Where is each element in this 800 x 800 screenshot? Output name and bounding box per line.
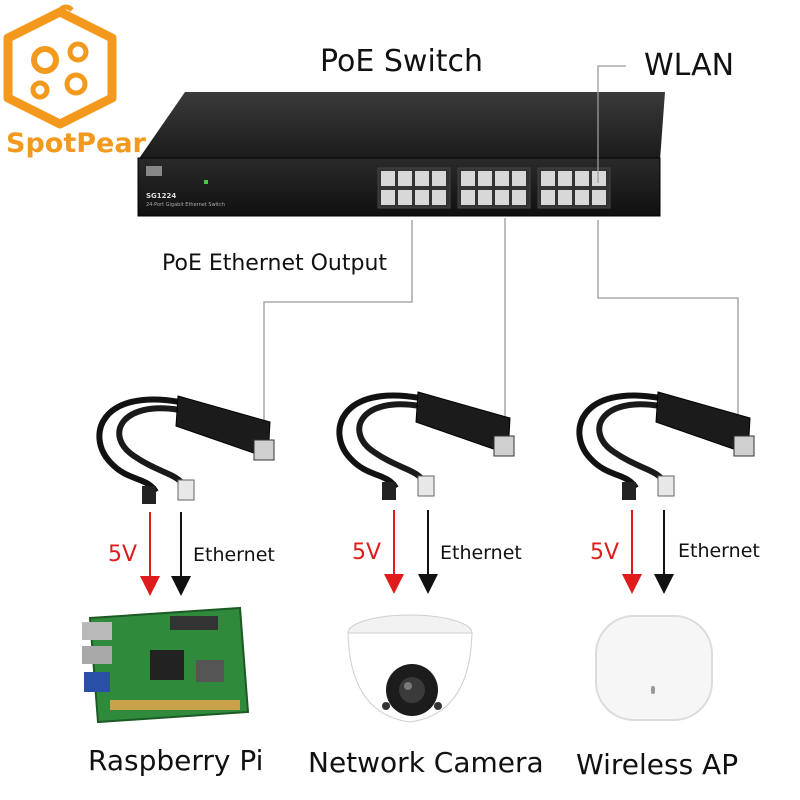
wlan-label: WLAN	[644, 48, 735, 83]
ethernet-port	[575, 190, 589, 205]
device-name-network-camera: Network Camera	[308, 746, 544, 779]
dome-camera-icon	[347, 614, 473, 723]
device-name-raspberry-pi: Raspberry Pi	[88, 744, 264, 777]
ethernet-port	[478, 171, 492, 186]
switch-title: PoE Switch	[320, 44, 484, 79]
ethernet-port	[558, 190, 572, 205]
power-label-1: 5V	[108, 542, 138, 567]
poe-splitter-3	[576, 391, 755, 500]
connector-lines	[263, 65, 739, 432]
raspberry-pi-board-icon	[82, 606, 250, 724]
ethernet-port	[512, 190, 526, 205]
ethernet-port	[478, 190, 492, 205]
ethernet-port	[592, 190, 606, 205]
brand-name: SpotPear	[6, 128, 146, 159]
ethernet-port	[381, 190, 395, 205]
spotpear-logo	[3, 4, 117, 129]
device-name-wireless-ap: Wireless AP	[576, 748, 739, 781]
ethernet-port	[415, 171, 429, 186]
ethernet-port	[541, 171, 555, 186]
ethernet-port	[398, 190, 412, 205]
data-label-1: Ethernet	[193, 544, 275, 566]
ethernet-port	[398, 171, 412, 186]
switch-caption: 24-Port Gigabit Ethernet Switch	[146, 202, 225, 208]
ethernet-port	[495, 190, 509, 205]
ethernet-port	[558, 171, 572, 186]
ethernet-port	[512, 171, 526, 186]
poe-switch	[137, 92, 665, 217]
poe-splitter-1	[96, 395, 275, 504]
poe-splitter-2	[336, 391, 515, 500]
power-label-2: 5V	[352, 540, 382, 565]
ethernet-port	[461, 190, 475, 205]
ethernet-port	[432, 190, 446, 205]
ethernet-port	[541, 190, 555, 205]
data-label-3: Ethernet	[678, 540, 760, 562]
ethernet-port	[592, 171, 606, 186]
data-label-2: Ethernet	[440, 542, 522, 564]
ethernet-port	[575, 171, 589, 186]
ethernet-port	[381, 171, 395, 186]
arrows	[140, 510, 674, 596]
ethernet-port	[432, 171, 446, 186]
ethernet-port	[415, 190, 429, 205]
switch-model: SG1224	[146, 192, 177, 200]
power-label-3: 5V	[590, 540, 620, 565]
wireless-ap-icon	[595, 615, 713, 721]
poe-output-label: PoE Ethernet Output	[162, 251, 388, 276]
ethernet-port	[495, 171, 509, 186]
ethernet-port	[461, 171, 475, 186]
